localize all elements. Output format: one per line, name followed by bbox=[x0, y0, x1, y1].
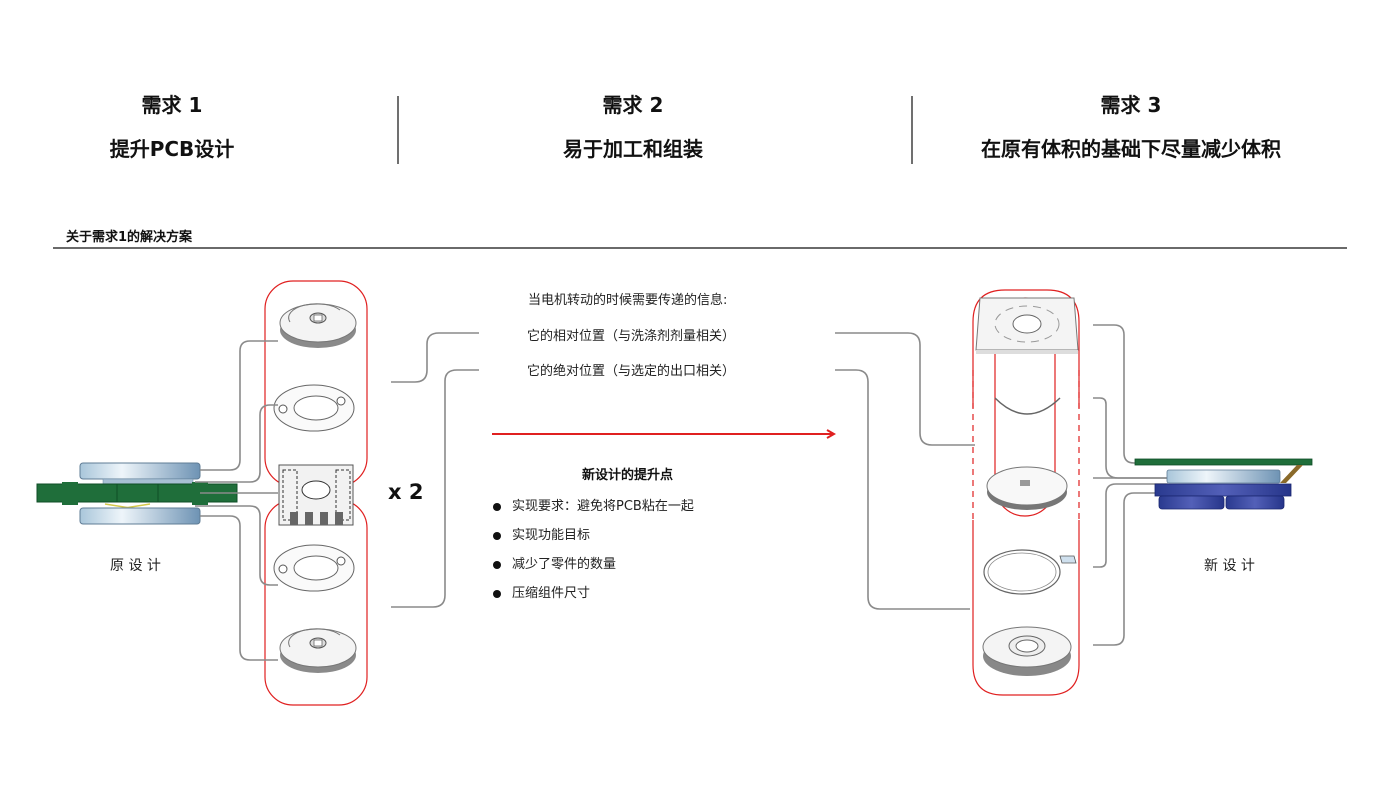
base-housing-part bbox=[982, 626, 1072, 676]
info-item-absolute-position: 它的绝对位置（与选定的出口相关） bbox=[527, 364, 736, 379]
top-disk bbox=[79, 462, 201, 480]
original-connector-lines bbox=[195, 340, 278, 661]
requirement-2-subtitle: 易于加工和组装 bbox=[563, 137, 703, 161]
bullet-icon bbox=[493, 561, 501, 569]
header-divider-2 bbox=[911, 96, 913, 164]
original-parts-group bbox=[264, 280, 368, 706]
original-design-label: 原 设 计 bbox=[110, 558, 161, 574]
gear-disk-part-top bbox=[279, 303, 357, 348]
improvement-item: 实现功能目标 bbox=[490, 526, 694, 555]
bottom-disk bbox=[79, 507, 201, 525]
requirement-3: 需求 3 在原有体积的基础下尽量减少体积 bbox=[951, 88, 1311, 164]
new-design-assembly bbox=[1134, 458, 1313, 510]
improvements-list: 实现要求：避免将PCB粘在一起 实现功能目标 减少了零件的数量 压缩组件尺寸 bbox=[490, 497, 694, 613]
requirement-3-title: 需求 3 bbox=[1100, 93, 1162, 117]
round-disk-part bbox=[986, 466, 1068, 510]
pcb-plate-part bbox=[975, 297, 1079, 354]
improvement-item: 实现要求：避免将PCB粘在一起 bbox=[490, 497, 694, 526]
multiplier-label: x 2 bbox=[388, 480, 424, 504]
pcb-board-new bbox=[1134, 458, 1313, 466]
pcb-part-top-view bbox=[278, 464, 354, 526]
requirement-1: 需求 1 提升PCB设计 bbox=[0, 88, 352, 164]
bullet-icon bbox=[493, 590, 501, 598]
improvement-item: 压缩组件尺寸 bbox=[490, 584, 694, 613]
encoder-ring-part-bottom bbox=[273, 544, 355, 592]
red-outline-bottom bbox=[264, 499, 368, 706]
section-title: 关于需求1的解决方案 bbox=[66, 230, 193, 245]
blue-housing-top bbox=[1154, 483, 1292, 497]
info-heading: 当电机转动的时候需要传递的信息: bbox=[528, 293, 728, 308]
blue-housing-bottom-right bbox=[1225, 495, 1285, 510]
header-divider-1 bbox=[397, 96, 399, 164]
improvement-item: 减少了零件的数量 bbox=[490, 555, 694, 584]
new-parts-group bbox=[972, 289, 1080, 696]
section-divider bbox=[53, 247, 1347, 249]
encoder-ring-part-top bbox=[273, 384, 355, 432]
improvements-title: 新设计的提升点 bbox=[582, 468, 674, 483]
gear-disk-part-bottom bbox=[279, 628, 357, 673]
thin-ring-part bbox=[983, 549, 1077, 595]
new-connector-lines bbox=[1093, 324, 1178, 646]
original-design-assembly bbox=[36, 462, 238, 525]
blue-housing-bottom-left bbox=[1158, 495, 1225, 510]
requirement-3-subtitle: 在原有体积的基础下尽量减少体积 bbox=[981, 137, 1281, 161]
red-outline-outer bbox=[972, 289, 1080, 408]
info-item-relative-position: 它的相对位置（与洗涤剂剂量相关） bbox=[527, 329, 736, 344]
bullet-icon bbox=[493, 503, 501, 511]
clip-ring-part bbox=[994, 397, 1061, 415]
encoder-disk-new bbox=[1166, 469, 1281, 484]
requirement-2: 需求 2 易于加工和组装 bbox=[453, 88, 813, 164]
info-connector-lines bbox=[391, 332, 975, 610]
bullet-icon bbox=[493, 532, 501, 540]
requirement-1-title: 需求 1 bbox=[141, 93, 203, 117]
requirement-2-title: 需求 2 bbox=[602, 93, 664, 117]
requirement-1-subtitle: 提升PCB设计 bbox=[109, 137, 235, 161]
new-design-label: 新 设 计 bbox=[1204, 558, 1255, 574]
